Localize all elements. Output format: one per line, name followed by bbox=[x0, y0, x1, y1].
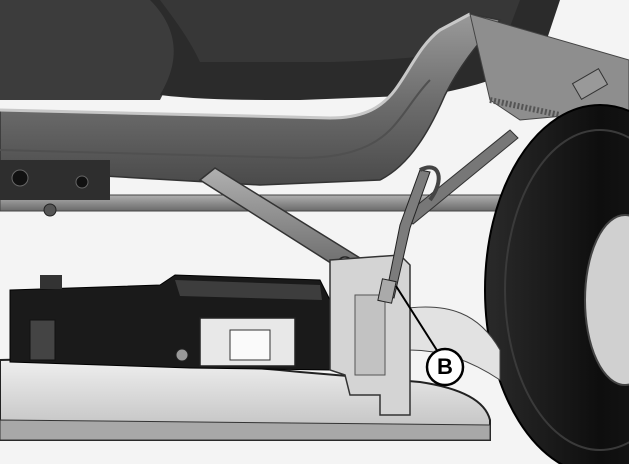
adjust-nut bbox=[377, 278, 397, 304]
callout-b-circle bbox=[425, 347, 465, 387]
engine-highlight bbox=[175, 280, 322, 300]
engine-cap bbox=[40, 275, 62, 289]
frame-top-edge bbox=[0, 12, 471, 120]
bolt-3 bbox=[43, 203, 57, 217]
adjust-hook bbox=[419, 165, 441, 202]
rear-bracket bbox=[571, 68, 609, 100]
engine-knob bbox=[29, 319, 56, 361]
deck-side bbox=[0, 419, 491, 441]
callout-b-label: B bbox=[437, 354, 453, 379]
seat-shadow bbox=[0, 0, 200, 100]
tire-tread-line bbox=[504, 129, 629, 451]
frame-lower-edge bbox=[0, 79, 431, 160]
rear-tire bbox=[484, 104, 629, 464]
bolt-2 bbox=[75, 175, 89, 189]
pulley-bolt bbox=[175, 348, 189, 362]
adjust-rod bbox=[385, 169, 431, 299]
wheel-rim bbox=[584, 214, 629, 386]
bolt-1 bbox=[11, 169, 29, 187]
bracket-slot bbox=[354, 294, 386, 376]
pulley-lever bbox=[229, 329, 271, 361]
callout-b-leader bbox=[395, 285, 439, 353]
